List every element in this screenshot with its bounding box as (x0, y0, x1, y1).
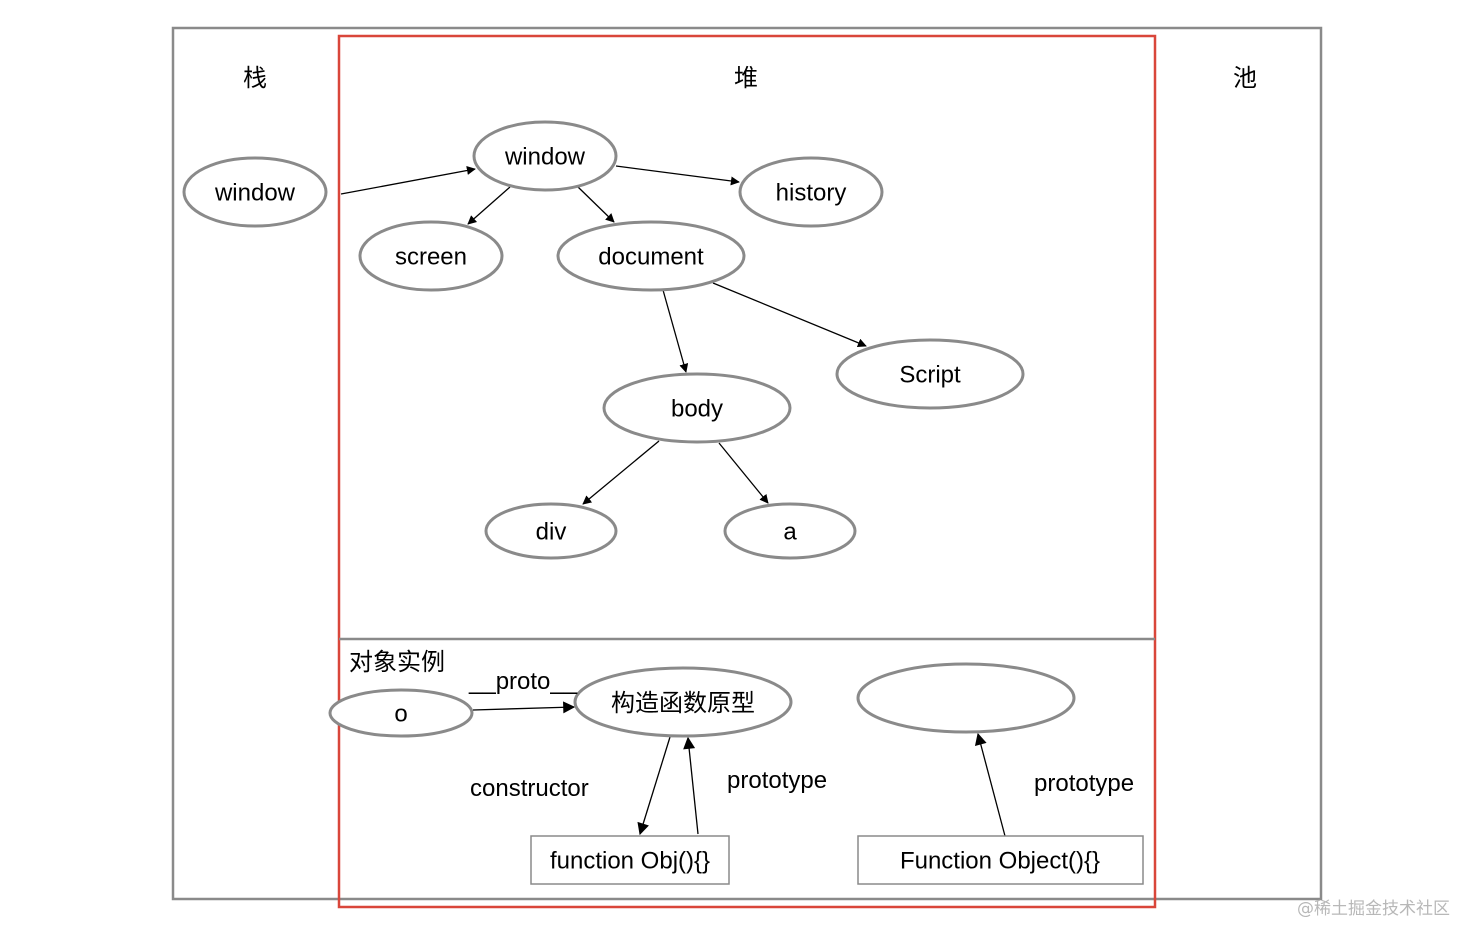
label-prototype-obj: prototype (727, 767, 827, 794)
node-heap-window-label: window (504, 144, 586, 171)
node-o: o (328, 688, 474, 738)
node-function-object-label: Function Object(){} (900, 848, 1100, 875)
edge-body-to-div (582, 440, 660, 505)
node-body-label: body (671, 396, 723, 423)
node-function-obj: function Obj(){} (530, 835, 730, 885)
node-constructor-prototype-label: 构造函数原型 (611, 689, 755, 717)
node-screen: screen (358, 220, 504, 292)
node-stack-window-label: window (214, 180, 296, 207)
edge-document-to-body (662, 289, 689, 373)
node-a: a (723, 502, 857, 560)
node-o-label: o (394, 701, 407, 728)
edge-constructor (637, 736, 671, 836)
edge-stack-window-to-heap-window (340, 166, 476, 195)
node-script: Script (835, 338, 1025, 410)
edge-window-to-document (577, 186, 615, 223)
edge-document-to-script (712, 282, 867, 348)
edge-window-to-history (615, 165, 740, 186)
heap-area (337, 34, 1157, 909)
edge-o-proto (472, 701, 576, 714)
outer-frame (171, 26, 1323, 901)
watermark: @稀土掘金技术社区 (1297, 899, 1450, 919)
node-document: document (556, 220, 746, 292)
node-div: div (484, 502, 618, 560)
heap-title: 堆 (734, 64, 758, 92)
edge-prototype-obj (683, 736, 699, 835)
node-screen-label: screen (395, 244, 467, 271)
stack-title: 栈 (243, 64, 267, 92)
pool-title: 池 (1233, 64, 1257, 92)
node-function-obj-label: function Obj(){} (550, 848, 710, 875)
node-div-label: div (536, 519, 567, 546)
node-constructor-prototype: 构造函数原型 (573, 666, 793, 738)
node-empty (856, 662, 1076, 734)
node-script-label: Script (899, 362, 961, 389)
node-stack-window: window (182, 156, 328, 228)
edge-body-to-a (718, 442, 769, 504)
node-history-label: history (776, 180, 847, 207)
edge-window-to-screen (467, 186, 511, 225)
node-history: history (738, 156, 884, 228)
object-instance-label: 对象实例 (349, 648, 445, 676)
label-constructor: constructor (470, 775, 589, 802)
node-function-object: Function Object(){} (857, 835, 1144, 885)
edge-prototype-object (974, 732, 1006, 837)
node-heap-window: window (472, 120, 618, 192)
label-proto: __proto__ (468, 668, 578, 695)
label-prototype-object: prototype (1034, 770, 1134, 797)
node-body: body (602, 372, 792, 444)
node-a-label: a (783, 519, 797, 546)
node-document-label: document (598, 244, 704, 271)
